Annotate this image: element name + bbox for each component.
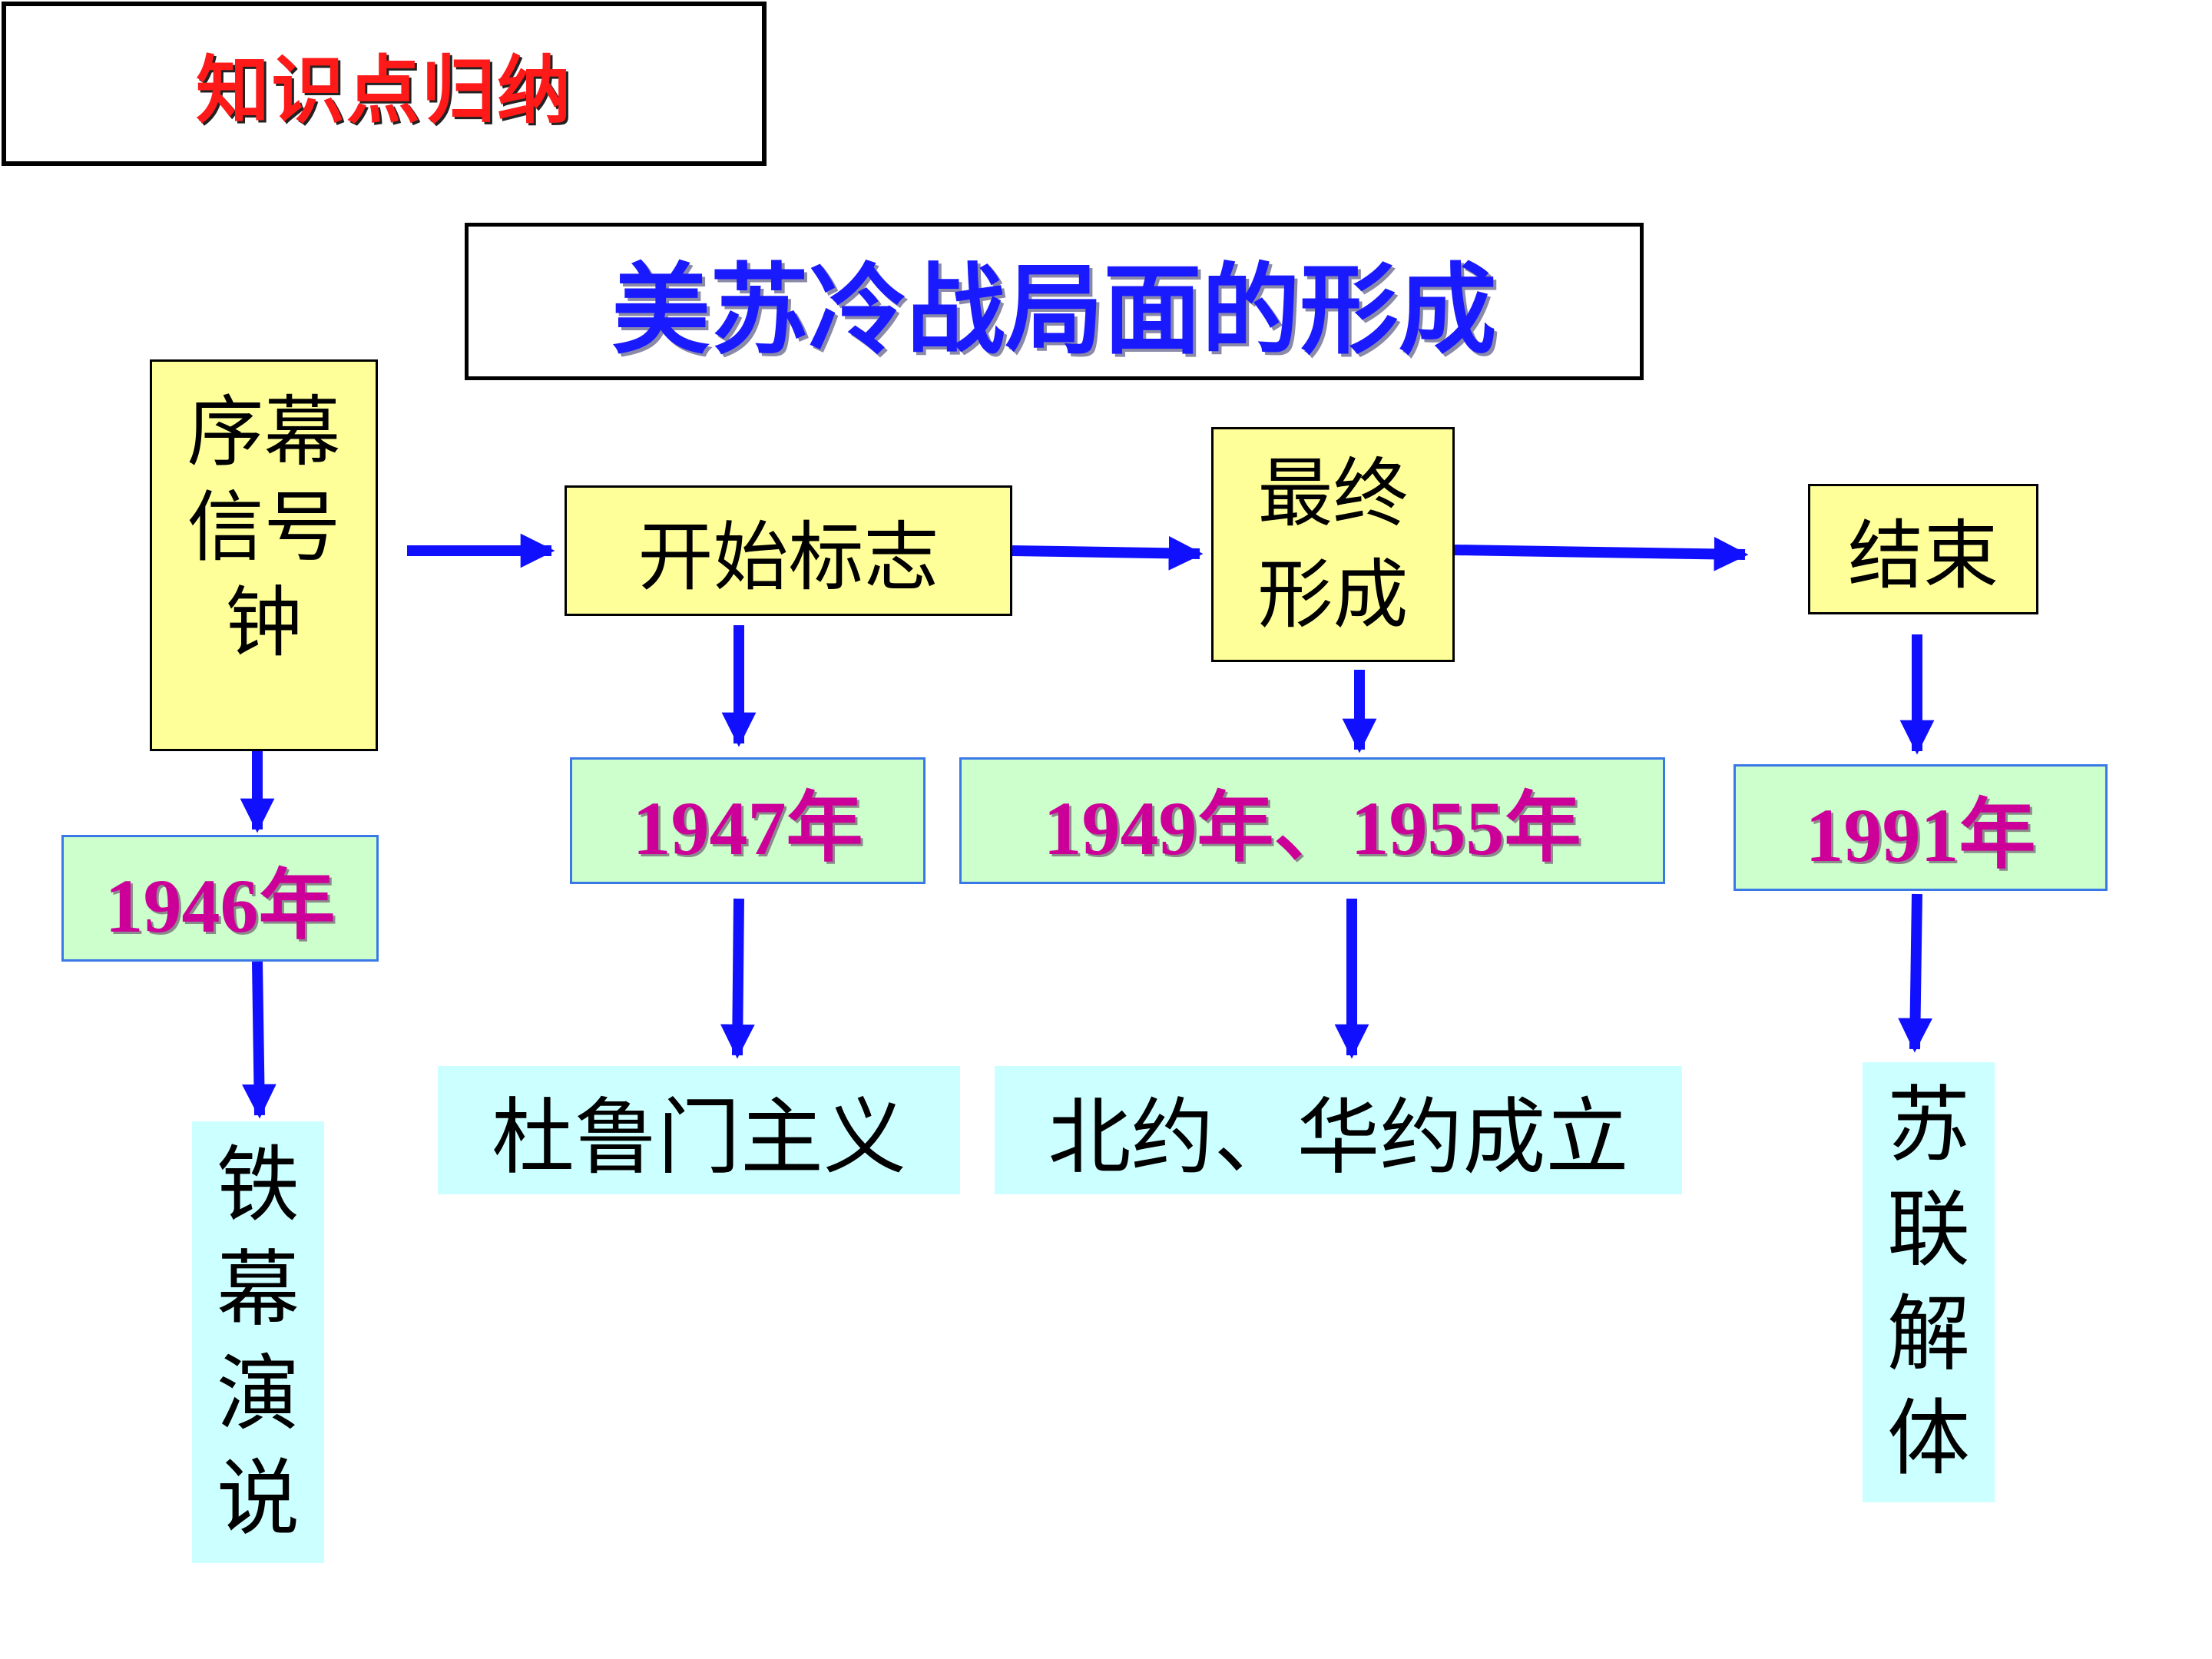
stage-final: 最终形成 [1211,427,1455,662]
title-box: 美苏冷战局面的形成 [465,223,1644,380]
arrow-1991-to-dissolution [1898,893,1932,1053]
knowledge-summary-label: 知识点归纳 [196,47,572,134]
year-1991-label: 1991年 [1805,793,2036,878]
arrow-1946-to-iron-curtain [241,961,276,1119]
arrow-1947-to-truman [720,898,755,1059]
event-iron-curtain-label: 铁幕演说 [216,1137,300,1547]
year-1949-1955: 1949年、1955年 [959,757,1665,884]
year-1947: 1947年 [570,757,926,884]
year-1949-1955-label: 1949年、1955年 [1043,786,1581,871]
event-truman-doctrine: 杜鲁门主义 [438,1066,960,1194]
year-1946-label: 1946年 [104,863,336,949]
stage-prelude-label: 序幕信号钟 [187,387,341,667]
stage-end: 结束 [1808,484,2038,614]
year-1947-label: 1947年 [632,786,863,871]
event-ussr-dissolution-label: 苏联解体 [1886,1077,1970,1487]
stage-end-label: 结束 [1847,512,1998,600]
stage-final-label: 最终形成 [1257,450,1409,639]
stage-start-label: 开始标志 [637,514,939,601]
stage-start: 开始标志 [565,485,1012,616]
event-iron-curtain-speech: 铁幕演说 [192,1121,324,1563]
knowledge-summary-box: 知识点归纳 [2,2,767,166]
arrow-final-to-end [1454,536,1749,571]
event-nato-warsaw-pact: 北约、华约成立 [995,1066,1682,1194]
event-truman-label: 杜鲁门主义 [491,1089,906,1186]
diagram-title: 美苏冷战局面的形成 [611,253,1497,368]
arrow-start-to-final [1012,535,1204,571]
event-ussr-dissolution: 苏联解体 [1863,1062,1995,1502]
event-nato-warsaw-label: 北约、华约成立 [1048,1089,1629,1186]
stage-prelude: 序幕信号钟 [150,359,378,751]
year-1991: 1991年 [1734,764,2108,891]
year-1946: 1946年 [61,835,379,962]
